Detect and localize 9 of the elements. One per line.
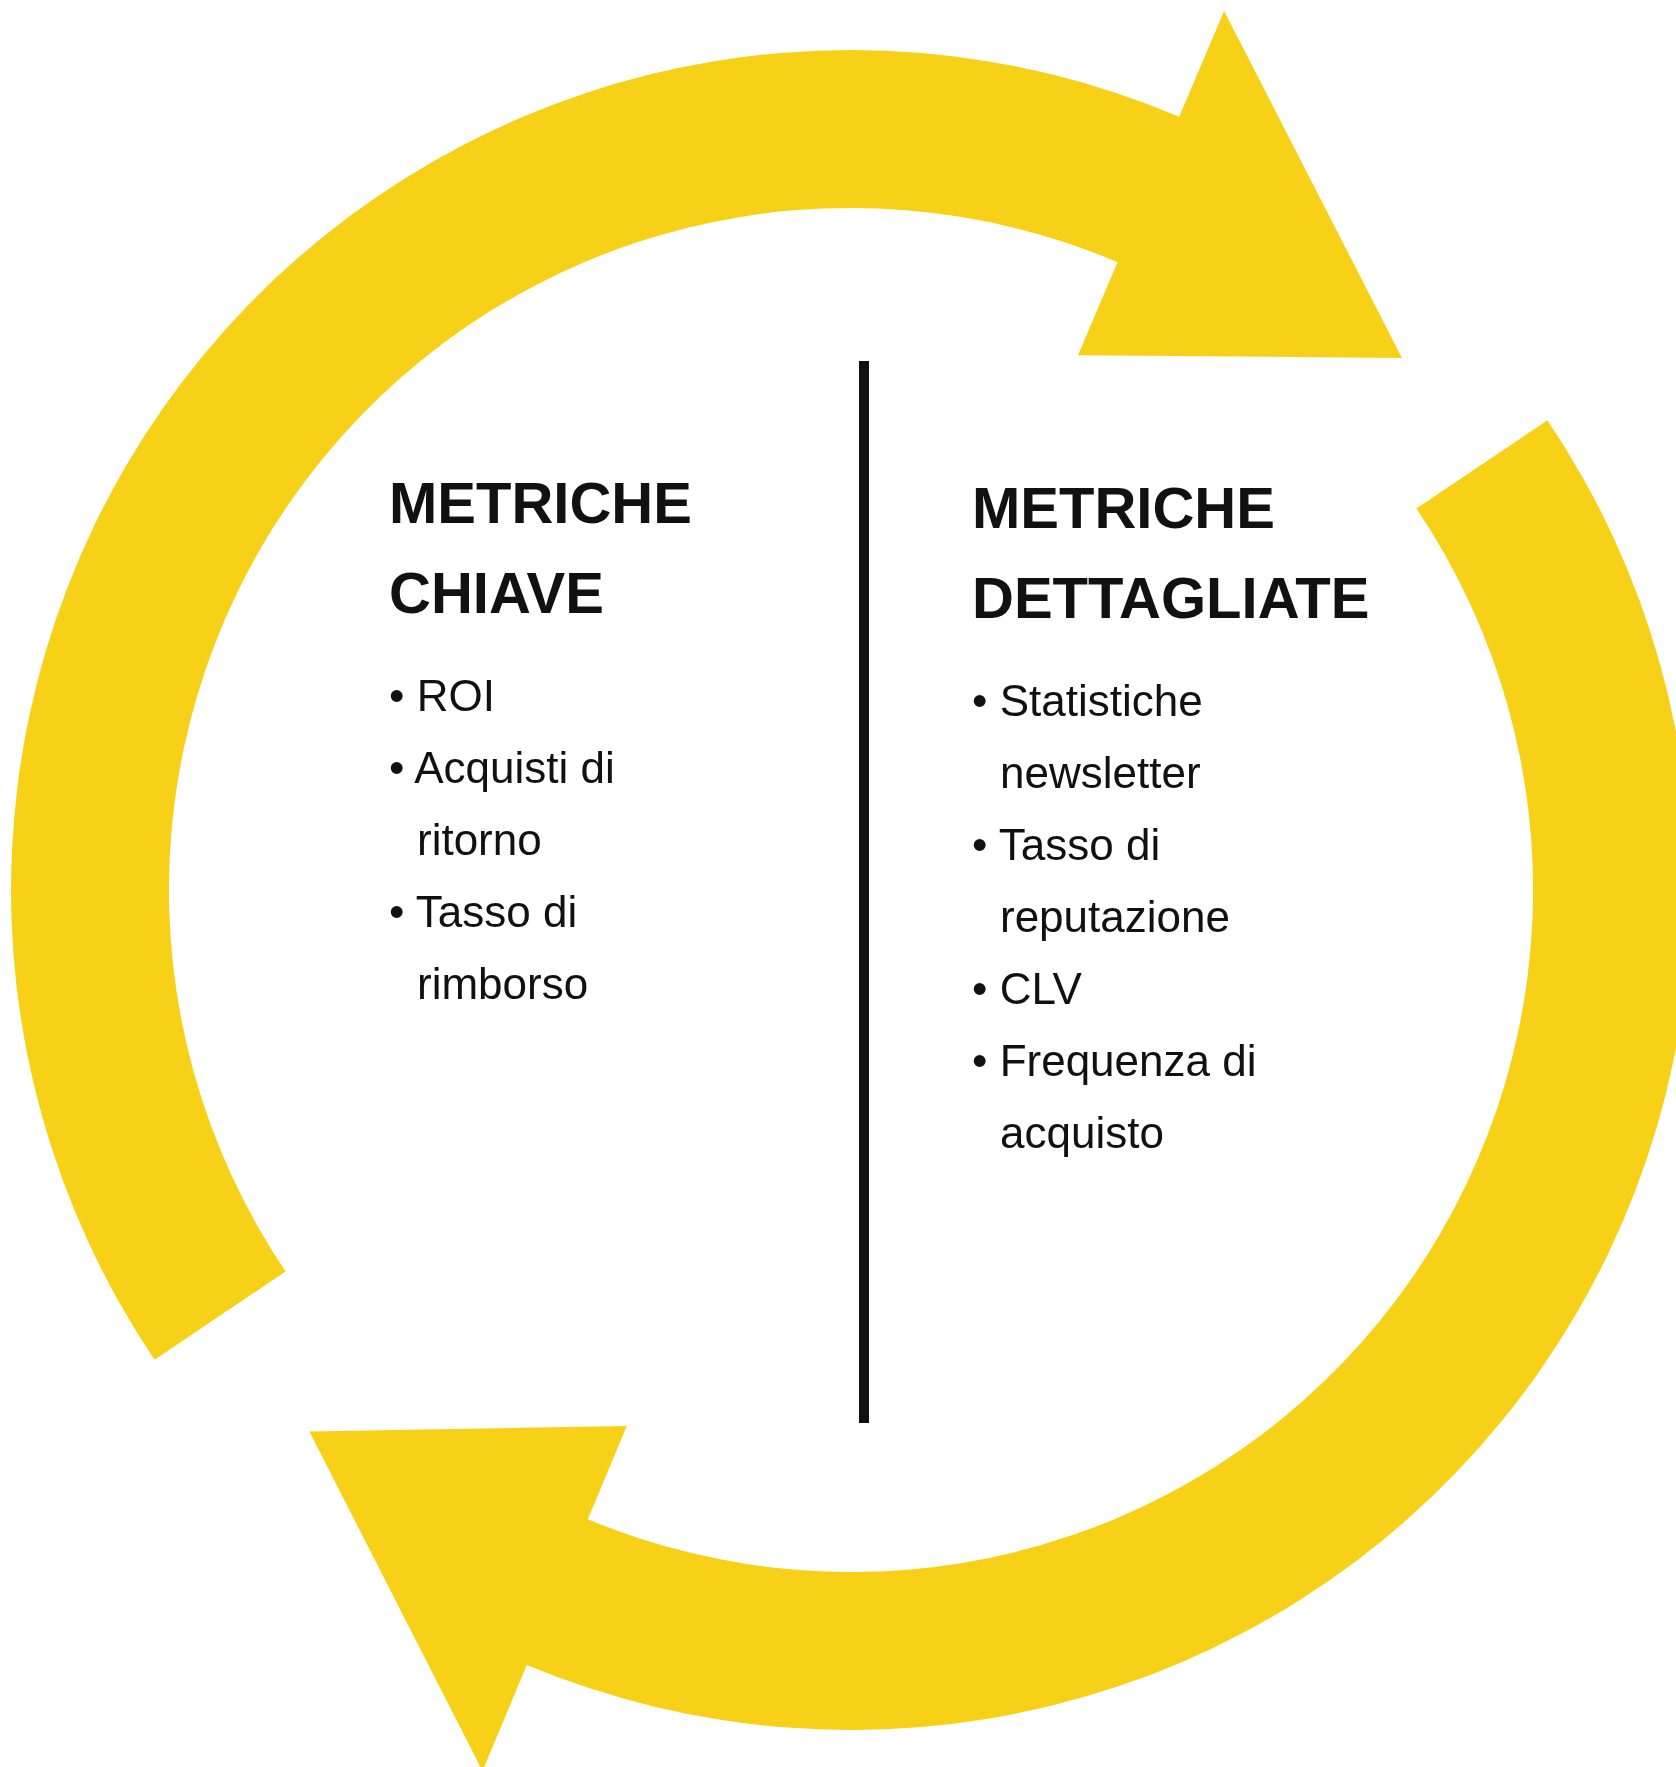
bullet-item: • Tasso di rimborso bbox=[389, 886, 590, 1010]
bullet-item: • Frequenza di acquisto bbox=[972, 1035, 1258, 1159]
bullet-item: • ROI bbox=[389, 670, 496, 722]
bullet-item: • Tasso di reputazione bbox=[972, 819, 1231, 943]
column-heading: METRICHE CHIAVE bbox=[389, 469, 693, 627]
bullet-item: • Statistiche newsletter bbox=[972, 675, 1204, 799]
column-heading: METRICHE DETTAGLIATE bbox=[972, 474, 1371, 632]
bullet-item: • CLV bbox=[972, 963, 1083, 1015]
bullet-item: • Acquisti di ritorno bbox=[389, 742, 616, 866]
